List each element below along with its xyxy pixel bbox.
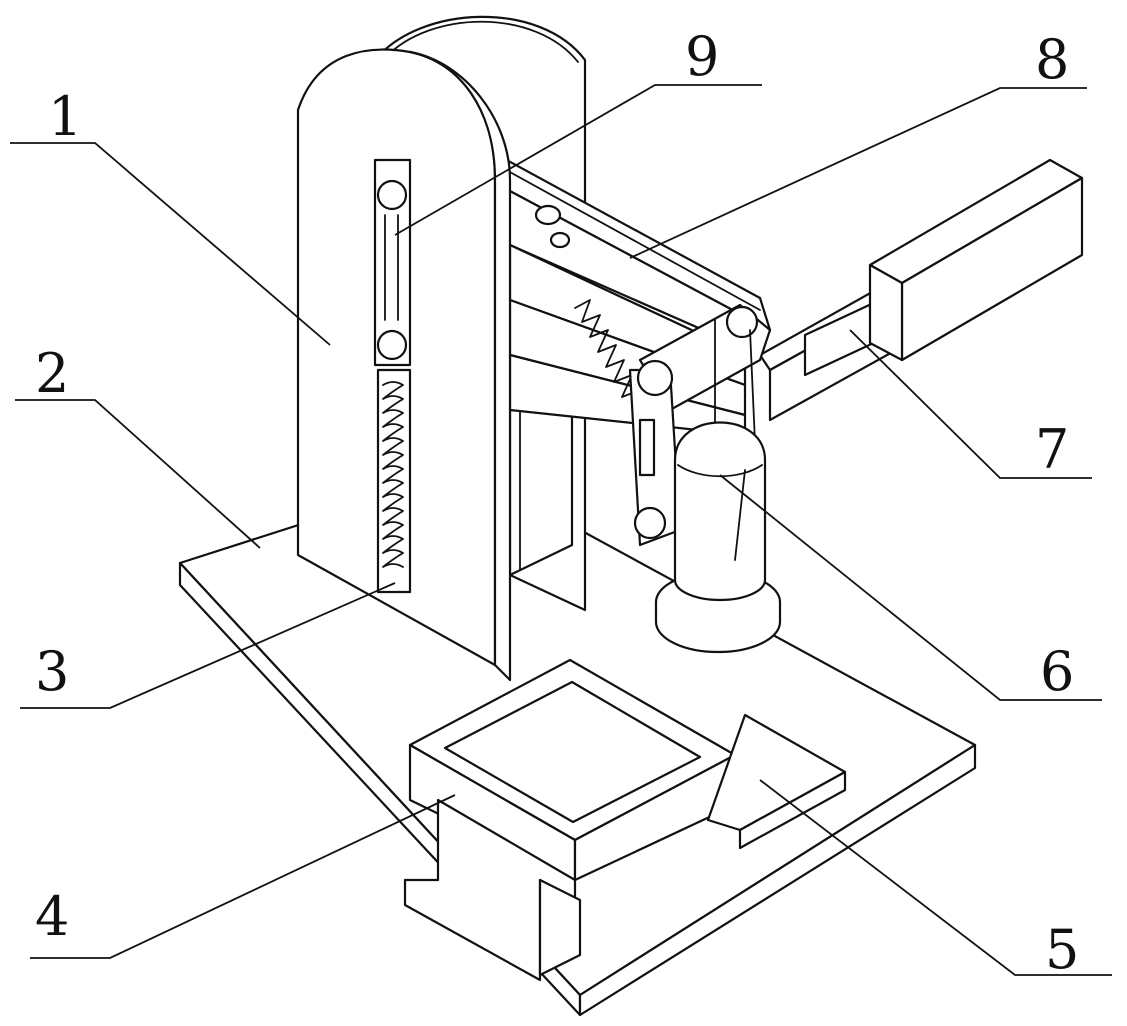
actuator-cylinder — [870, 160, 1082, 360]
callout-1: 1 — [48, 85, 82, 148]
callout-8: 8 — [1035, 28, 1069, 91]
front-slot — [375, 160, 410, 592]
callout-4: 4 — [35, 885, 69, 948]
callout-7: 7 — [1035, 418, 1069, 481]
callout-9: 9 — [685, 25, 719, 88]
gripper-head — [656, 423, 780, 653]
horizontal-arm — [470, 140, 770, 435]
callout-3: 3 — [35, 640, 69, 703]
callout-6: 6 — [1040, 640, 1074, 703]
callout-5: 5 — [1045, 918, 1079, 981]
callout-2: 2 — [35, 342, 69, 405]
